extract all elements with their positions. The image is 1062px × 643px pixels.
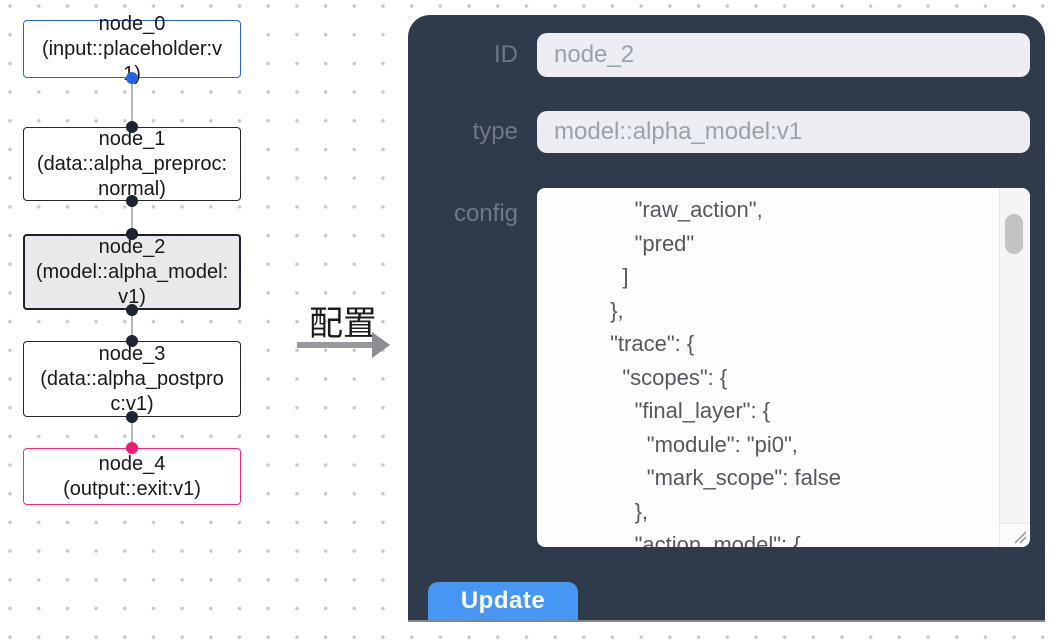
flow-node-node_2-selected[interactable]: node_2 (model::alpha_model:v1) — [23, 234, 241, 310]
node-title: node_4 — [98, 452, 166, 475]
config-field-label: config — [453, 200, 518, 227]
node-title: node_0 — [98, 12, 166, 35]
type-field-input[interactable]: model::alpha_model:v1 — [537, 111, 1030, 153]
configure-arrow-line — [297, 342, 374, 348]
config-scrollbar-track[interactable] — [999, 188, 1030, 524]
flow-node-node_1[interactable]: node_1 (data::alpha_preproc:normal) — [23, 127, 241, 201]
handle-node1-target[interactable] — [126, 121, 138, 133]
edge-node2-node3[interactable] — [131, 310, 133, 341]
node-title: node_3 — [98, 342, 166, 365]
flow-node-node_0[interactable]: node_0 (input::placeholder:v1) — [23, 13, 241, 85]
config-scrollbar-thumb[interactable] — [1005, 214, 1023, 254]
handle-node2-target[interactable] — [126, 228, 138, 240]
flow-node-node_3[interactable]: node_3 (data::alpha_postproc:v1) — [23, 341, 241, 417]
node-subtitle: (data::alpha_postproc:v1) — [40, 367, 224, 415]
type-field-label: type — [472, 118, 518, 145]
handle-node3-source[interactable] — [126, 411, 138, 423]
update-button[interactable]: Update — [428, 582, 578, 620]
field-row-type: type model::alpha_model:v1 — [428, 111, 1030, 153]
node-subtitle: (output::exit:v1) — [63, 477, 201, 500]
configure-arrow-head-icon — [372, 332, 390, 358]
node-title: node_1 — [98, 127, 166, 150]
handle-node1-source[interactable] — [126, 195, 138, 207]
handle-node0-source[interactable] — [126, 72, 138, 84]
config-json-textarea[interactable]: "raw_action", "pred" ] }, "trace": { "sc… — [537, 188, 1030, 547]
edge-node3-node4[interactable] — [131, 417, 133, 448]
handle-node3-target[interactable] — [126, 335, 138, 347]
field-row-id: ID node_2 — [428, 33, 1030, 77]
edge-node1-node2[interactable] — [131, 201, 133, 234]
handle-node2-source[interactable] — [126, 304, 138, 316]
node-title: node_2 — [98, 235, 166, 258]
textarea-resize-handle[interactable] — [999, 523, 1030, 547]
edge-node0-node1[interactable] — [131, 78, 133, 127]
node-config-panel: ID node_2 type model::alpha_model:v1 con… — [408, 15, 1045, 622]
flow-node-node_4[interactable]: node_4 (output::exit:v1) — [23, 448, 241, 505]
config-json-text[interactable]: "raw_action", "pred" ] }, "trace": { "sc… — [610, 197, 841, 547]
id-field-label: ID — [494, 41, 518, 68]
configure-annotation-label: 配置 — [309, 305, 377, 343]
handle-node4-target[interactable] — [126, 442, 138, 454]
id-field-input[interactable]: node_2 — [537, 33, 1030, 77]
node-subtitle: (data::alpha_preproc:normal) — [36, 152, 228, 200]
node-subtitle: (model::alpha_model:v1) — [35, 260, 229, 308]
resize-grip-icon — [1014, 531, 1027, 544]
